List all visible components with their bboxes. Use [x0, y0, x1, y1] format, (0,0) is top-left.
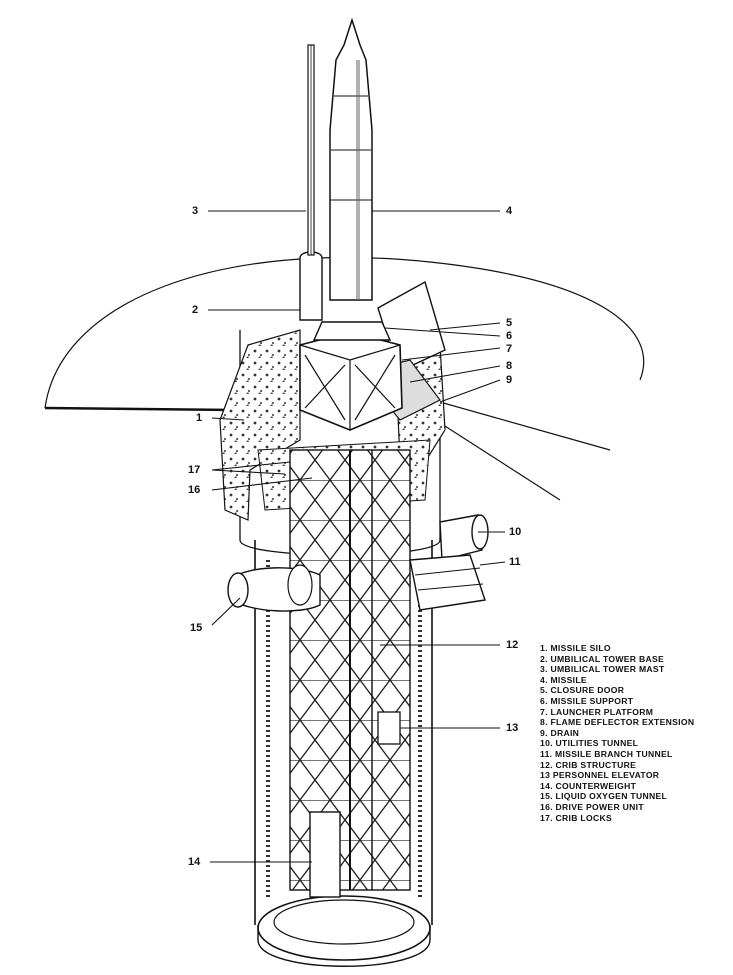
legend-item: 17. CRIB LOCKS	[540, 812, 613, 823]
missile	[329, 17, 373, 301]
callout-11: 11	[509, 556, 521, 568]
callout-17: 17	[188, 464, 201, 476]
callout-3: 3	[192, 205, 199, 217]
legend-list: 1. MISSILE SILO 2. UMBILICAL TOWER BASE …	[540, 643, 694, 823]
legend-item: 6. MISSILE SUPPORT	[540, 695, 634, 706]
missile-branch-tunnel	[409, 554, 486, 611]
launcher-platform	[299, 331, 403, 431]
legend-item: 5. CLOSURE DOOR	[540, 685, 625, 696]
legend-item: 8. FLAME DEFLECTOR EXTENSION	[540, 717, 695, 728]
legend-item: 4. MISSILE	[540, 674, 587, 685]
callout-5: 5	[506, 317, 513, 329]
callout-12: 12	[506, 639, 519, 651]
legend-item: 13 PERSONNEL ELEVATOR	[540, 770, 660, 781]
utilities-tunnel	[439, 514, 489, 561]
callout-6: 6	[506, 330, 513, 342]
personnel-elevator	[377, 711, 401, 745]
counterweight	[309, 811, 341, 898]
legend-item: 14. COUNTERWEIGHT	[540, 780, 637, 791]
legend-item: 7. LAUNCHER PLATFORM	[540, 706, 654, 717]
legend-item: 15. LIQUID OXYGEN TUNNEL	[540, 791, 668, 802]
callout-8: 8	[506, 360, 513, 372]
missile-support	[312, 321, 392, 341]
liquid-oxygen-tunnel	[227, 564, 321, 612]
callout-7: 7	[506, 343, 513, 355]
legend-item: 9. DRAIN	[540, 727, 580, 738]
legend-item: 10. UTILITIES TUNNEL	[540, 738, 639, 749]
callout-14: 14	[188, 856, 201, 868]
legend-item: 16. DRIVE POWER UNIT	[540, 801, 644, 812]
callout-leaders	[208, 210, 506, 863]
callout-9: 9	[506, 374, 513, 386]
umbilical-tower	[299, 44, 323, 321]
callout-15: 15	[190, 622, 203, 634]
callout-4: 4	[506, 205, 513, 217]
legend-item: 12. CRIB STRUCTURE	[540, 759, 637, 770]
callout-1: 1	[196, 412, 203, 424]
callout-16: 16	[188, 484, 201, 496]
callout-10: 10	[509, 526, 522, 538]
legend-item: 2. UMBILICAL TOWER BASE	[540, 653, 665, 664]
legend-item: 1. MISSILE SILO	[540, 643, 611, 653]
callout-2: 2	[192, 304, 199, 316]
legend-item: 11. MISSILE BRANCH TUNNEL	[540, 748, 673, 759]
legend-item: 3. UMBILICAL TOWER MAST	[540, 664, 665, 675]
callout-13: 13	[506, 722, 519, 734]
